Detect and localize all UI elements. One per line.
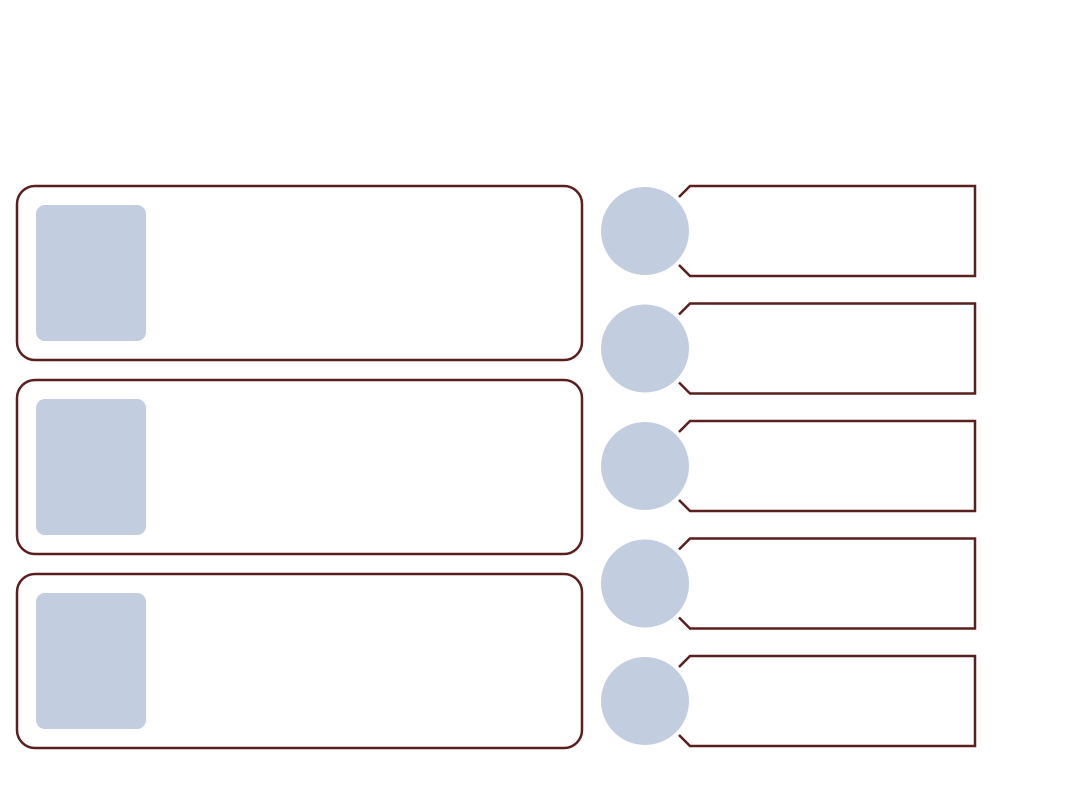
step-circle: [601, 187, 689, 275]
callout-box: [678, 184, 977, 278]
left-panel: [15, 184, 584, 362]
step-circle: [601, 304, 689, 393]
callout-box: [678, 302, 977, 395]
step-circle: [601, 422, 689, 510]
left-panel: [15, 378, 584, 556]
callout-box: [678, 537, 977, 630]
left-panel: [15, 572, 584, 750]
callout-box: [678, 654, 977, 748]
panel-label-box: [36, 593, 146, 729]
callout-box: [678, 419, 977, 513]
panel-label-box: [36, 399, 146, 535]
step-circle: [601, 657, 689, 745]
panel-label-box: [36, 205, 146, 341]
step-circle: [601, 539, 689, 628]
